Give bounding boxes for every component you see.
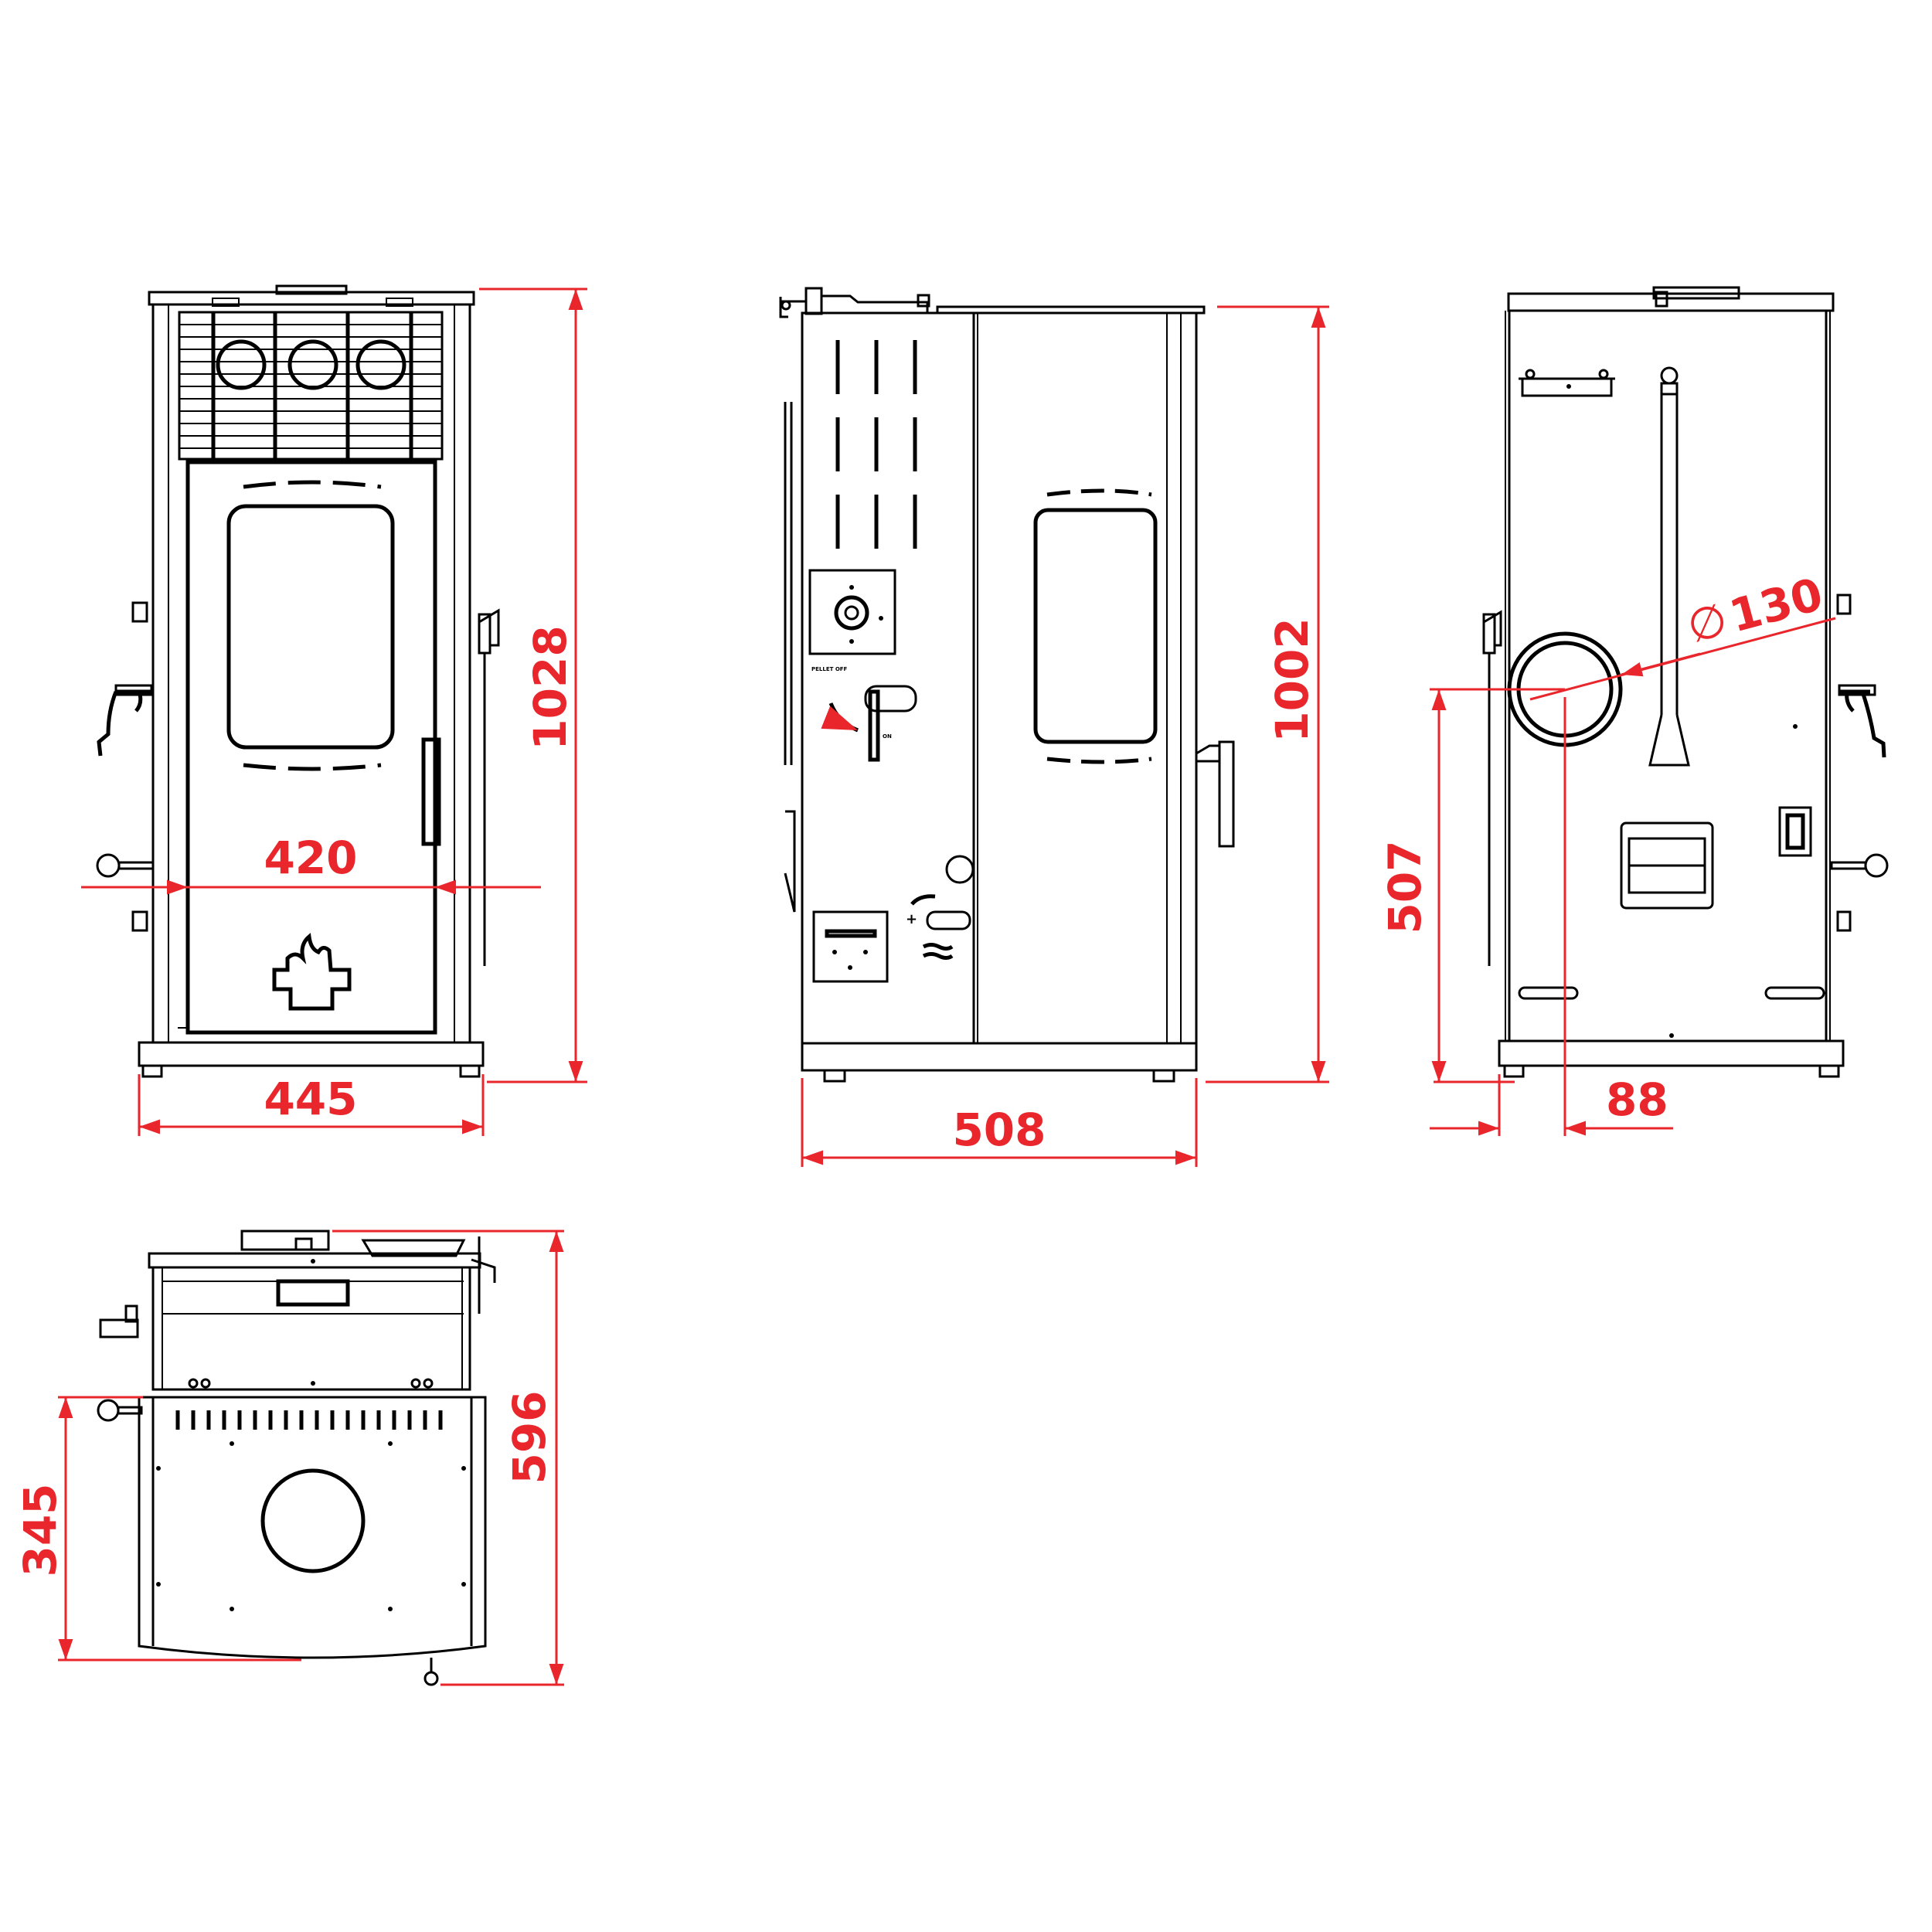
- svg-text:+: +: [906, 911, 917, 927]
- front-view: [96, 284, 500, 1078]
- side-height-label: 1002: [1266, 617, 1318, 742]
- rear-flue-diameter-label: 130: [1724, 568, 1828, 643]
- front-inner-width-label: 420: [264, 832, 357, 884]
- side-view: PELLET OFF ON +: [779, 287, 1235, 1083]
- top-depth-label: 596: [503, 1390, 556, 1484]
- side-control-text-on: ON: [883, 733, 892, 740]
- rear-diameter-symbol: ∅: [1682, 593, 1733, 654]
- side-depth-label: 508: [952, 1104, 1046, 1156]
- rear-dimensions: ∅ 130 507 88: [1379, 568, 1836, 1136]
- front-grille: [178, 311, 444, 461]
- side-dimensions: 1002 508: [801, 305, 1329, 1167]
- front-side-handles: [96, 601, 500, 966]
- side-control-text-off: PELLET OFF: [811, 666, 848, 672]
- top-view: [97, 1230, 496, 1686]
- rear-flue-height-label: 507: [1379, 840, 1431, 934]
- top-vents: [175, 1410, 443, 1430]
- rear-view: [1482, 286, 1889, 1078]
- top-dimensions: 596 345: [14, 1230, 564, 1686]
- front-width-label: 445: [264, 1073, 357, 1125]
- front-height-label: 1028: [524, 625, 577, 750]
- front-door: [185, 460, 441, 1035]
- top-flue-depth-label: 345: [14, 1483, 66, 1577]
- rear-flue-offset-label: 88: [1606, 1073, 1668, 1126]
- front-dimensions: 1028 445 420: [81, 287, 587, 1136]
- side-vents: [835, 340, 917, 549]
